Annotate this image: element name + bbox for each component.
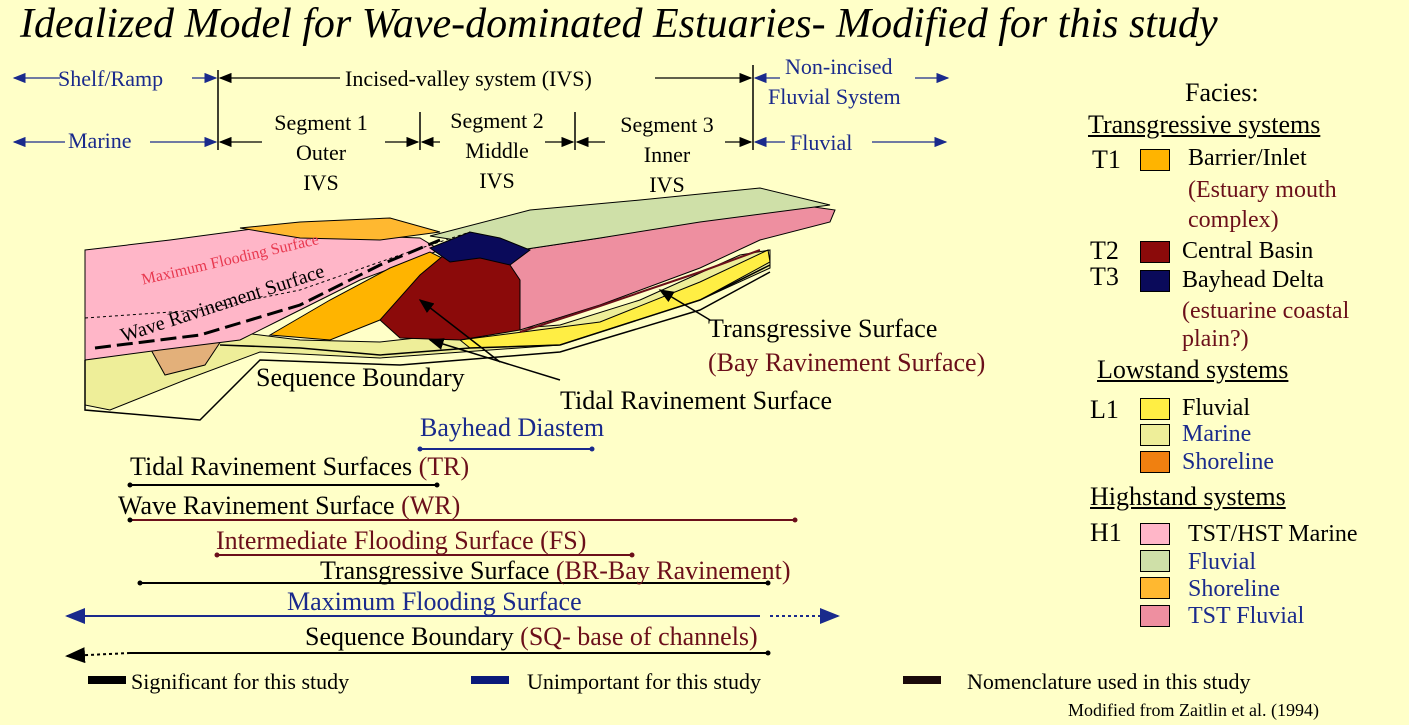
zone-dividers: [217, 65, 754, 150]
h1-tst-fluvial: TST Fluvial: [1188, 603, 1305, 629]
transgressive-surface-label: Transgressive Surface (BR-Bay Ravinement…: [320, 556, 791, 585]
l-marine-swatch: [1140, 424, 1170, 446]
base-outline: [84, 271, 771, 421]
bay-ravinement-label: (Bay Ravinement Surface): [708, 348, 986, 377]
intermediate-flooding-label: Intermediate Flooding Surface (FS): [216, 526, 587, 555]
key-unimportant-label: Unimportant for this study: [527, 669, 762, 694]
l1-shoreline: Shoreline: [1182, 449, 1274, 475]
maximum-flooding-label: Maximum Flooding Surface: [287, 587, 582, 616]
t2-code: T2: [1090, 236, 1119, 265]
marine-label: Marine: [68, 128, 132, 153]
key-nomenclature-bar: [903, 676, 941, 684]
highstand-title: Highstand systems: [1090, 482, 1286, 511]
t2-label: Central Basin: [1182, 238, 1314, 264]
sequence-boundary-label: Sequence Boundary: [256, 363, 465, 392]
key-significant-label: Significant for this study: [131, 669, 350, 694]
legend-heading: Facies:: [1185, 78, 1259, 107]
tst-fluvial-swatch: [1140, 605, 1170, 627]
t1-note-2: complex): [1188, 207, 1279, 233]
h-fluvial-swatch: [1140, 550, 1170, 572]
t1-note-1: (Estuary mouth: [1188, 177, 1337, 203]
t3-note-1: (estuarine coastal: [1182, 298, 1350, 324]
wave-ravinement-surface-label: Wave Ravinement Surface (WR): [118, 491, 461, 520]
l1-fluvial: Fluvial: [1182, 395, 1251, 421]
bayhead-diastem-label: Bayhead Diastem: [420, 413, 605, 442]
tidal-ravinement-surfaces-label: Tidal Ravinement Surfaces (TR): [130, 452, 470, 481]
key-significant-bar: [88, 676, 126, 684]
hst-shoreline-top: [239, 217, 441, 241]
wave-ravinement-line: [94, 238, 441, 350]
t1-code: T1: [1092, 145, 1121, 174]
bayhead-delta: [428, 231, 532, 266]
header-arrows: [12, 72, 950, 148]
bayhead-swatch: [1140, 270, 1170, 292]
hst-fluvial-body: [429, 187, 831, 251]
surface-range-dots: [127, 446, 798, 656]
credit-text: Modified from Zaitlin et al. (1994): [1068, 700, 1319, 720]
transgressive-title: Transgressive systems: [1088, 110, 1321, 139]
h1-code: H1: [1090, 518, 1122, 547]
shelf-ramp-label: Shelf/Ramp: [58, 66, 164, 91]
t3-note-2: plain?): [1182, 326, 1249, 352]
lowstand-title: Lowstand systems: [1097, 355, 1289, 384]
tidal-ravinement-label: Tidal Ravinement Surface: [560, 386, 832, 415]
central-basin: [379, 249, 521, 341]
non-incised-label: Non-incised: [785, 54, 893, 79]
fluvial-label: Fluvial: [790, 130, 853, 155]
t3-label: Bayhead Delta: [1182, 267, 1324, 293]
h1-shoreline: Shoreline: [1188, 576, 1280, 602]
sequence-boundary-range-label: Sequence Boundary (SQ- base of channels): [305, 622, 758, 651]
page-title: Idealized Model for Wave-dominated Estua…: [20, 1, 1218, 47]
surface-range-bars: [65, 448, 840, 664]
key-unimportant-bar: [471, 676, 509, 684]
ivs-label: Incised-valley system (IVS): [345, 66, 592, 91]
fluvial-system-label: Fluvial System: [768, 84, 901, 109]
h1-marine: TST/HST Marine: [1188, 521, 1358, 547]
l-shoreline-swatch: [1140, 451, 1170, 473]
t1-label: Barrier/Inlet: [1188, 145, 1307, 171]
ts-label: Transgressive Surface: [708, 314, 938, 343]
t3-code: T3: [1090, 262, 1119, 291]
maximum-flooding-line: [84, 231, 471, 319]
h1-fluvial: Fluvial: [1188, 549, 1257, 575]
h-marine-swatch: [1140, 523, 1170, 545]
callout-leaders: [418, 289, 711, 381]
l1-marine: Marine: [1182, 421, 1252, 447]
barrier-swatch: [1140, 149, 1170, 171]
central-basin-swatch: [1140, 241, 1170, 263]
l-fluvial-swatch: [1140, 398, 1170, 420]
h-shoreline-swatch: [1140, 577, 1170, 599]
sequence-boundary-line: [219, 264, 771, 356]
key-nomenclature-label: Nomenclature used in this study: [967, 669, 1251, 694]
transgressive-surface-line: [519, 249, 761, 333]
cross-section: [84, 187, 836, 421]
l1-code: L1: [1090, 395, 1119, 424]
